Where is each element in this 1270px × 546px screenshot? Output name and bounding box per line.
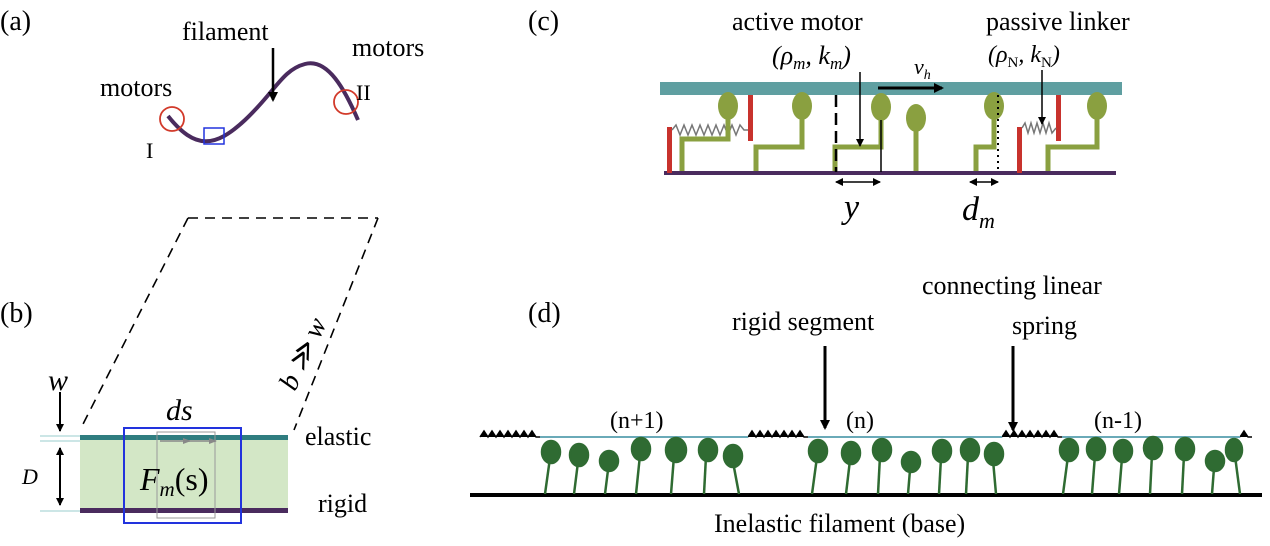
segment-label-left: (n+1) [610, 408, 664, 434]
motors-seg-2 [807, 437, 1005, 495]
zoom-lines [79, 217, 379, 431]
Fm-label: Fm(s) [139, 461, 208, 501]
D-label: D [21, 464, 38, 489]
linker-params: (ρN, kN) [988, 42, 1060, 71]
rigid-layer [80, 508, 288, 513]
end-label-I: I [146, 138, 153, 163]
element-box-inner [156, 431, 216, 519]
motors-label-right: motors [352, 33, 424, 62]
spring-left [747, 429, 808, 439]
filament-label: filament [182, 17, 269, 46]
motor-6 [1045, 92, 1107, 171]
segment-label-right: (n-1) [1094, 408, 1142, 434]
elastic-label: elastic [305, 422, 371, 451]
motors-seg-3 [1058, 435, 1244, 495]
passive-linker-label: passive linker [986, 7, 1130, 36]
active-motor-label: active motor [732, 7, 863, 36]
spring-far-left [479, 429, 540, 439]
panel-c-tag: (c) [528, 6, 559, 37]
panel-c: (c) active motor passive linker (ρm, km)… [528, 6, 1130, 233]
rigid-segment-label: rigid segment [732, 307, 875, 336]
panel-a-tag: (a) [0, 6, 31, 37]
elastic-layer [80, 435, 288, 440]
vh-label: vh [914, 54, 931, 83]
ds-label: ds [166, 394, 193, 427]
motor-circle-left [159, 106, 185, 132]
spring-far-right [1239, 429, 1252, 438]
base-filament-label: Inelastic filament (base) [714, 509, 965, 538]
spring-right [1001, 429, 1062, 439]
motor-3 [832, 93, 891, 171]
panel-b: (b) b ≫ w w D ds Fm(s) elastic rigid [0, 298, 371, 524]
motor-circle-right [333, 89, 359, 115]
filament-curve [166, 61, 360, 144]
motors-label-left: motors [100, 73, 172, 102]
connecting-spring-label-2: spring [1012, 311, 1077, 340]
filament-element-box [203, 127, 225, 145]
element-box-outer [123, 427, 242, 524]
motor-5 [973, 92, 1004, 171]
filament-band [80, 437, 288, 511]
rigid-label: rigid [318, 489, 367, 518]
motor-params: (ρm, km) [772, 41, 851, 73]
panel-d-tag: (d) [528, 298, 561, 329]
passive-linker-1 [667, 95, 753, 173]
base-filament [664, 171, 1116, 175]
motor-1 [679, 92, 738, 171]
active-motors [679, 92, 1107, 171]
panel-a: (a) filament motors motors I II [0, 6, 424, 163]
dm-label: dm [962, 191, 995, 233]
w-label: w [48, 364, 68, 397]
motors-seg-1 [540, 436, 744, 495]
y-label: y [841, 189, 860, 226]
segment-label-mid: (n) [846, 408, 874, 434]
motor-4 [906, 104, 926, 171]
panel-b-tag: (b) [0, 298, 33, 329]
motor-2 [753, 92, 812, 171]
connecting-spring-label-1: connecting linear [922, 271, 1102, 300]
segment-motors [540, 435, 1244, 495]
passive-linker-2 [1017, 95, 1061, 173]
end-label-II: II [356, 80, 371, 105]
panel-d: (d) rigid segment connecting linear spri… [470, 271, 1262, 538]
